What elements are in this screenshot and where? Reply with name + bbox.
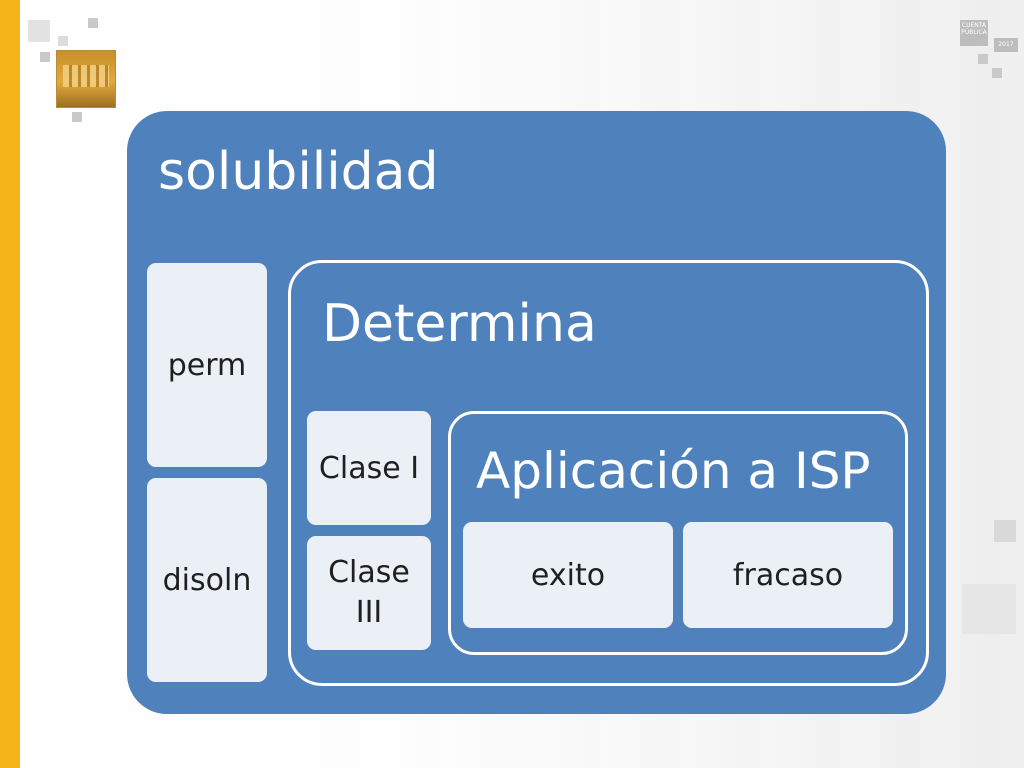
- decor-square: [40, 52, 50, 62]
- accent-stripe: [0, 0, 20, 768]
- clase-iii-tile: Clase III: [307, 536, 431, 650]
- badge-year: 2017: [994, 38, 1018, 52]
- solubilidad-title: solubilidad: [158, 142, 439, 202]
- isp-frame: [448, 411, 908, 655]
- decor-square: [72, 112, 82, 122]
- decor-square: [58, 36, 68, 46]
- decor-square: [88, 18, 98, 28]
- fracaso-tile: fracaso: [683, 522, 893, 628]
- clase-i-tile: Clase I: [307, 411, 431, 525]
- determina-title: Determina: [322, 294, 597, 354]
- exito-tile: exito: [463, 522, 673, 628]
- decor-square: [962, 584, 1016, 634]
- decor-square: [994, 520, 1016, 542]
- isp-title: Aplicación a ISP: [476, 442, 871, 500]
- perm-tile: perm: [147, 263, 267, 467]
- decor-square: [992, 68, 1002, 78]
- cuenta-publica-badge: CUENTA PÚBLICA: [960, 20, 988, 46]
- decor-square: [978, 54, 988, 64]
- determina-frame: [288, 260, 929, 686]
- decor-square: [28, 20, 50, 42]
- building-photo-logo: [56, 50, 116, 108]
- disoln-tile: disoln: [147, 478, 267, 682]
